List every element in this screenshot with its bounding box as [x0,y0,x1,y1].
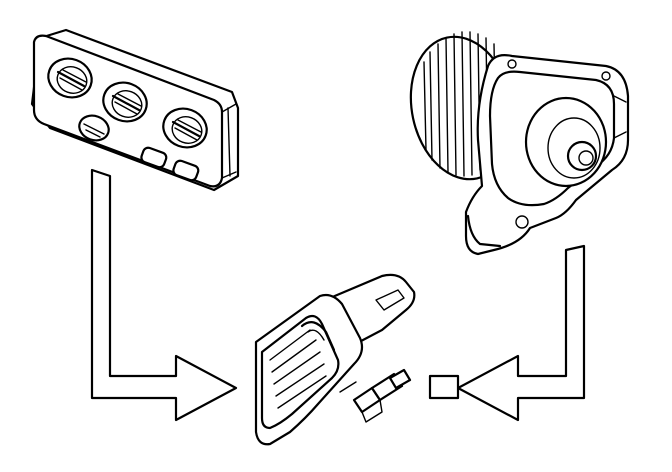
arrow-panel-to-resistor [90,168,238,422]
climate-control-panel-icon [30,28,240,192]
blower-resistor-icon [254,273,416,446]
knob-left [47,57,93,99]
panel-button-right [172,159,200,182]
panel-button-left [140,146,168,169]
knob-middle [102,81,148,123]
blower-motor-icon [409,31,630,256]
knob-small [78,114,110,142]
knob-right [162,107,208,149]
arrow-motor-to-resistor [428,244,586,422]
